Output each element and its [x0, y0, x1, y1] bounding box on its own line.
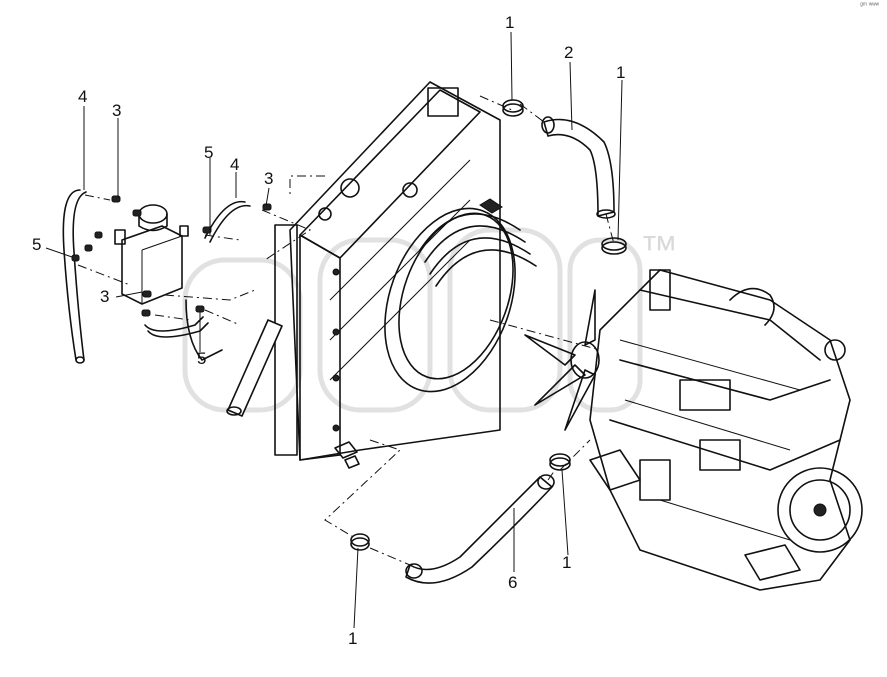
engine-fan	[524, 289, 600, 431]
upper-hose	[541, 116, 616, 219]
small-clamps	[71, 195, 272, 317]
watermark: ™	[182, 227, 678, 413]
hose-clamps	[350, 99, 627, 551]
callout-3-top-left: 3	[112, 101, 121, 120]
flow-lines	[77, 95, 615, 566]
watermark-tm: ™	[640, 229, 678, 271]
callout-1-bottom-clamp: 1	[348, 629, 357, 648]
expansion-tank	[114, 204, 189, 305]
callout-5-bottom: 5	[197, 349, 206, 368]
callout-1-top-clamp: 1	[505, 13, 514, 32]
callout-2-upper-hose: 2	[564, 43, 573, 62]
engine	[589, 269, 863, 591]
lower-bracket	[226, 319, 283, 417]
callout-1-lower-engine-clamp: 1	[562, 553, 571, 572]
lower-hose	[405, 474, 555, 584]
callout-3-radiator: 3	[264, 169, 273, 188]
callouts: 1 2 1 4 3 5 4 3 5 3 5 1 6 1	[32, 13, 625, 648]
callout-4-right-hose: 4	[230, 155, 239, 174]
callout-5-left: 5	[32, 235, 41, 254]
tank-hose	[144, 200, 251, 361]
callout-5-top: 5	[204, 143, 213, 162]
corner-note: ᵍᵐ ʷʷʷ	[860, 2, 879, 9]
overflow-hose-left	[62, 189, 87, 364]
callout-3-tank-bottom: 3	[100, 287, 109, 306]
fan-shroud	[384, 198, 537, 393]
callout-4-left-hose: 4	[78, 87, 87, 106]
callout-1-engine-clamp: 1	[616, 63, 625, 82]
callout-6-lower-hose: 6	[508, 573, 517, 592]
leader-lines	[45, 31, 623, 629]
